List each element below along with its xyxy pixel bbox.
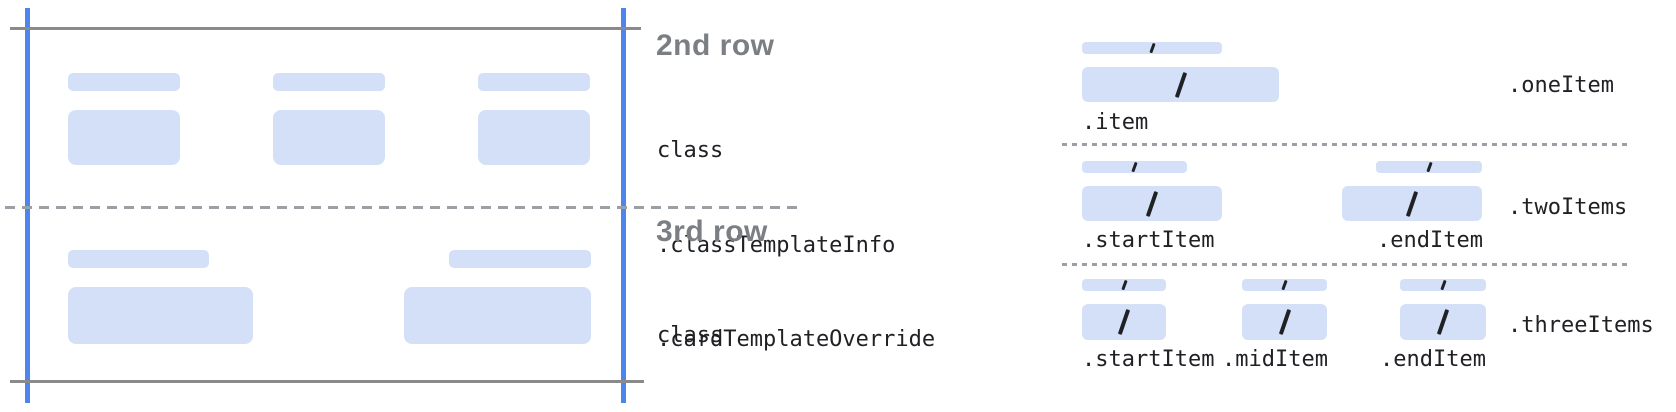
layout-separator-dotted <box>1062 263 1630 266</box>
slash-icon <box>1131 161 1138 173</box>
item-value-bar <box>1242 304 1327 340</box>
layout-name-label: .threeItems <box>1508 313 1654 338</box>
slash-icon <box>1436 309 1450 335</box>
slash-icon <box>1149 42 1155 54</box>
field-label-bar <box>478 73 590 91</box>
card-bottom-border-line <box>10 380 644 383</box>
code-path-line: class <box>657 138 724 163</box>
field-label-bar <box>449 250 591 268</box>
item-label-bar <box>1376 161 1482 173</box>
item-label-bar <box>1082 161 1187 173</box>
slash-icon <box>1121 279 1127 291</box>
item-label-bar <box>1400 279 1486 291</box>
code-path-line: .classTemplateInfo <box>657 232 896 258</box>
slash-icon <box>1281 279 1288 291</box>
item-name-label: .midItem <box>1222 347 1328 372</box>
code-path-line: class <box>657 323 724 348</box>
field-value-bar <box>404 287 591 344</box>
card-left-guide-line <box>25 8 30 403</box>
row-2-heading: 2nd row <box>656 29 775 62</box>
item-value-bar <box>1082 186 1222 221</box>
card-right-guide-line <box>621 8 626 403</box>
field-value-bar <box>68 287 253 344</box>
slash-icon <box>1145 190 1159 217</box>
field-value-bar <box>68 110 180 165</box>
slash-icon <box>1426 161 1432 173</box>
item-name-label: .item <box>1082 110 1149 135</box>
item-label-bar <box>1242 279 1327 291</box>
layout-name-label: .oneItem <box>1508 73 1614 98</box>
slash-icon <box>1405 190 1419 217</box>
item-name-label: .endItem <box>1377 228 1483 253</box>
card-top-border-line <box>10 27 641 30</box>
code-path-line: .cardTemplateOverride <box>657 327 936 352</box>
field-label-bar <box>68 250 209 268</box>
slash-icon <box>1278 309 1291 335</box>
slash-icon <box>1440 279 1446 291</box>
item-label-bar <box>1082 42 1222 54</box>
item-name-label: .endItem <box>1380 347 1486 372</box>
field-value-bar <box>273 110 385 165</box>
row-2-class-path: class .classTemplateInfo .cardTemplateOv… <box>657 72 975 412</box>
field-value-bar <box>478 110 590 165</box>
field-label-bar <box>68 73 180 91</box>
row-divider-dashed-line <box>5 206 799 209</box>
item-value-bar <box>1342 186 1482 221</box>
item-label-bar <box>1082 279 1166 291</box>
field-label-bar <box>273 73 385 91</box>
item-value-bar <box>1082 304 1166 340</box>
item-name-label: .startItem <box>1082 347 1215 372</box>
item-name-label: .startItem <box>1082 228 1215 253</box>
slash-icon <box>1117 309 1131 335</box>
slash-icon <box>1174 71 1187 98</box>
item-value-bar <box>1082 67 1279 102</box>
layout-name-label: .twoItems <box>1508 195 1628 220</box>
row-3-class-path: class .classTemplateInfo .cardTemplateOv… <box>657 257 975 412</box>
row-3-heading: 3rd row <box>656 215 768 248</box>
item-value-bar <box>1400 304 1486 340</box>
layout-separator-dotted <box>1062 143 1630 146</box>
